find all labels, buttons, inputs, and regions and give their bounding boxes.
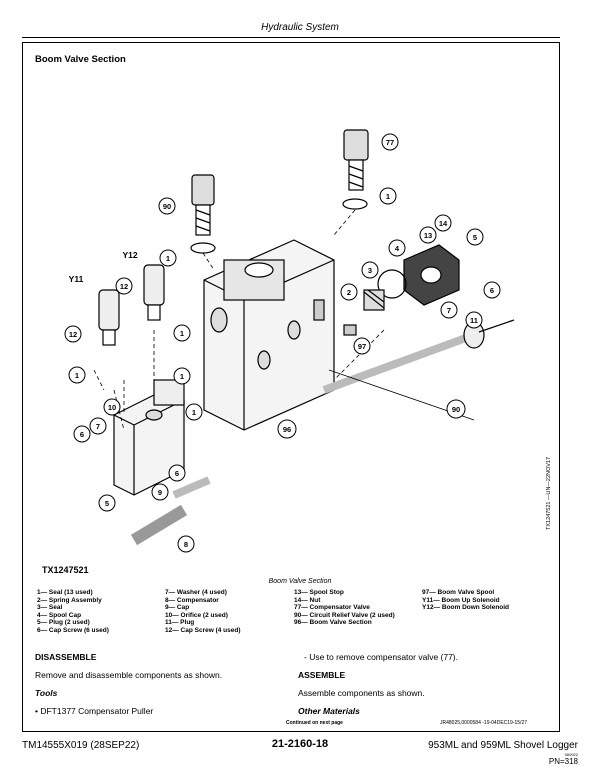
callout-2: 2 [347,288,351,297]
footer-date-code: 060922 [564,752,578,757]
legend-item: 4— Spool Cap [37,611,82,619]
callout-6-c: 6 [175,469,179,478]
callout-5-b: 5 [105,499,109,508]
legend-item: 10— Orifice (2 used) [165,611,228,619]
legend-item: 1— Seal (13 used) [37,589,93,596]
figure-caption: Boom Valve Section [268,578,332,585]
assemble-step: - Use to remove compensator valve (77). [304,652,459,662]
callout-3: 3 [368,266,372,275]
legend-item: Y12— Boom Down Solenoid [422,604,510,612]
callout-4: 4 [395,244,400,253]
callout-96: 96 [283,425,291,434]
callout-12-a: 12 [120,282,128,291]
callout-y11: Y11 [69,274,84,284]
other-materials-heading: Other Materials [298,706,360,716]
legend-item: 3— Seal [37,604,63,612]
callout-7-a: 7 [447,306,451,315]
legend-item: 77— Compensator Valve [294,604,370,612]
callout-90-left: 90 [163,202,171,211]
footer-pn: PN=318 [548,757,578,766]
legend-item: 90— Circuit Relief Valve (2 used) [294,611,395,619]
callout-11: 11 [470,316,478,325]
legend-col-1: 1— Seal (13 used) 2— Spring Assembly 3— … [37,589,109,635]
assemble-heading: ASSEMBLE [298,670,346,680]
callout-90-top: 77 [386,138,394,147]
legend-item: 7— Washer (4 used) [165,589,227,596]
legend-item: 97— Boom Valve Spool [422,589,495,596]
page-header-title: Hydraulic System [261,22,339,33]
legend-item: 11— Plug [165,619,195,627]
exploded-view-figure: 77 90 1 1 12 12 1 1 1 1 14 13 5 4 3 2 7 … [64,129,515,553]
callout-6-a: 6 [490,286,494,295]
callout-77: 90 [452,405,460,414]
callout-8: 8 [184,540,188,549]
callout-9: 9 [158,488,162,497]
legend-item: 96— Boom Valve Section [294,619,372,627]
legend-item: 13— Spool Stop [294,589,344,596]
tools-heading: Tools [35,688,58,698]
callout-1-c: 1 [180,329,184,338]
legend-item: 5— Plug (2 used) [37,619,90,627]
callout-10: 10 [108,403,116,412]
callout-1-d: 1 [75,371,79,380]
legend-item: 6— Cap Screw (6 used) [37,626,109,634]
continued-note: Continued on next page [286,720,343,726]
callout-1-b: 1 [166,254,170,263]
tools-item: • DFT1377 Compensator Puller [35,706,154,716]
legend-item: 8— Compensator [165,596,219,604]
callout-7-b: 7 [96,422,100,431]
legend-col-3: 13— Spool Stop 14— Nut 77— Compensator V… [294,589,395,627]
callout-14: 14 [439,219,448,228]
callout-1-a: 1 [386,192,390,201]
callout-6-b: 6 [80,430,84,439]
legend-col-4: 97— Boom Valve Spool Y11— Boom Up Soleno… [422,589,509,612]
footer-page-number: 21-2160-18 [271,738,329,750]
legend-item: Y11— Boom Up Solenoid [422,596,500,604]
document-code: JR48025,0000584 -19-04DEC19-15/27 [440,720,528,726]
footer-model: 953ML and 959ML Shovel Logger [428,740,578,751]
disassemble-heading: DISASSEMBLE [35,652,97,662]
footer-manual-id: TM14555X019 (28SEP22) [22,740,140,751]
callout-13: 13 [424,231,432,240]
figure-side-code: TX1247521 —UN—22NOV17 [546,456,552,530]
callout-5-a: 5 [473,233,477,242]
legend-item: 12— Cap Screw (4 used) [165,626,241,634]
assemble-text: Assemble components as shown. [298,688,425,698]
disassemble-text: Remove and disassemble components as sho… [35,670,223,680]
header-divider [22,37,560,38]
callout-97: 97 [358,342,366,351]
legend-item: 9— Cap [165,604,190,612]
callout-1-f: 1 [192,408,196,417]
section-title: Boom Valve Section [35,54,126,65]
callout-y12: Y12 [122,250,137,260]
figure-id: TX1247521 [42,565,89,575]
callout-1-e: 1 [180,372,184,381]
legend-item: 14— Nut [294,596,321,604]
callout-12-b: 12 [69,330,77,339]
content-frame [22,42,560,732]
legend-item: 2— Spring Assembly [37,596,102,604]
legend-col-2: 7— Washer (4 used) 8— Compensator 9— Cap… [165,589,241,635]
